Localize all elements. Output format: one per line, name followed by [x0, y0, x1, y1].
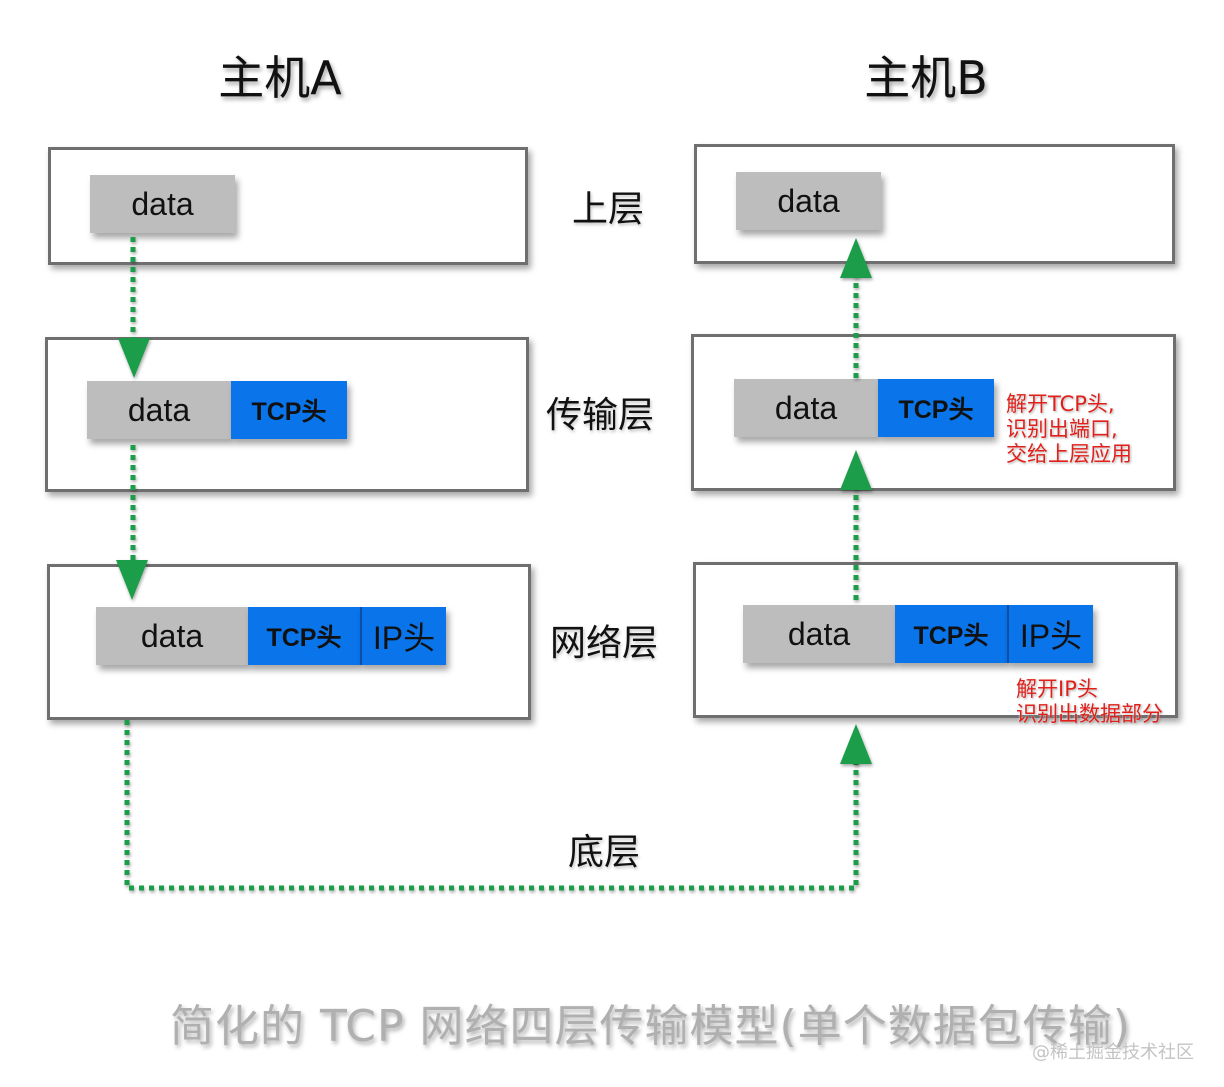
diagram-caption: 简化的 TCP 网络四层传输模型(单个数据包传输)	[170, 1001, 1131, 1052]
note-network: 解开IP头 识别出数据部分	[1016, 677, 1163, 727]
layer-label-upper: 上层	[571, 189, 644, 230]
host-a-upper-data: data	[90, 175, 235, 233]
host-b-network-ip-header: IP头	[1007, 605, 1093, 663]
note-transport-line-3: 交给上层应用	[1006, 442, 1132, 466]
host-b-network-data: data	[743, 605, 895, 663]
layer-label-network: 网络层	[549, 623, 658, 664]
arrowhead-a-network	[116, 560, 148, 600]
note-transport-line-1: 解开TCP头,	[1006, 392, 1115, 416]
note-network-line-2: 识别出数据部分	[1016, 702, 1163, 726]
host-b-transport-tcp-header: TCP头	[878, 379, 994, 437]
host-b-upper-data: data	[736, 172, 881, 230]
host-a-network-data: data	[96, 607, 248, 665]
host-a-network-tcp-header: TCP头	[248, 607, 360, 665]
host-b-title: 主机B	[864, 51, 988, 105]
host-b-transport-data: data	[734, 379, 878, 437]
arrow-bottom-link	[124, 720, 859, 891]
arrowhead-b-network	[840, 724, 872, 764]
watermark: @稀土掘金技术社区	[1032, 1042, 1194, 1063]
host-a-title: 主机A	[218, 51, 342, 105]
arrowhead-b-transport	[840, 450, 872, 490]
layer-label-transport: 传输层	[545, 395, 654, 436]
host-a-network-ip-header: IP头	[360, 607, 446, 665]
layer-label-bottom: 底层	[567, 832, 640, 873]
arrowhead-a-transport	[118, 338, 150, 378]
host-a-transport-data: data	[87, 381, 231, 439]
host-a-transport-tcp-header: TCP头	[231, 381, 347, 439]
note-transport: 解开TCP头, 识别出端口, 交给上层应用	[1006, 392, 1132, 467]
note-network-line-1: 解开IP头	[1016, 677, 1098, 701]
arrowhead-b-upper	[840, 238, 872, 278]
note-transport-line-2: 识别出端口,	[1006, 417, 1118, 441]
host-b-network-tcp-header: TCP头	[895, 605, 1007, 663]
